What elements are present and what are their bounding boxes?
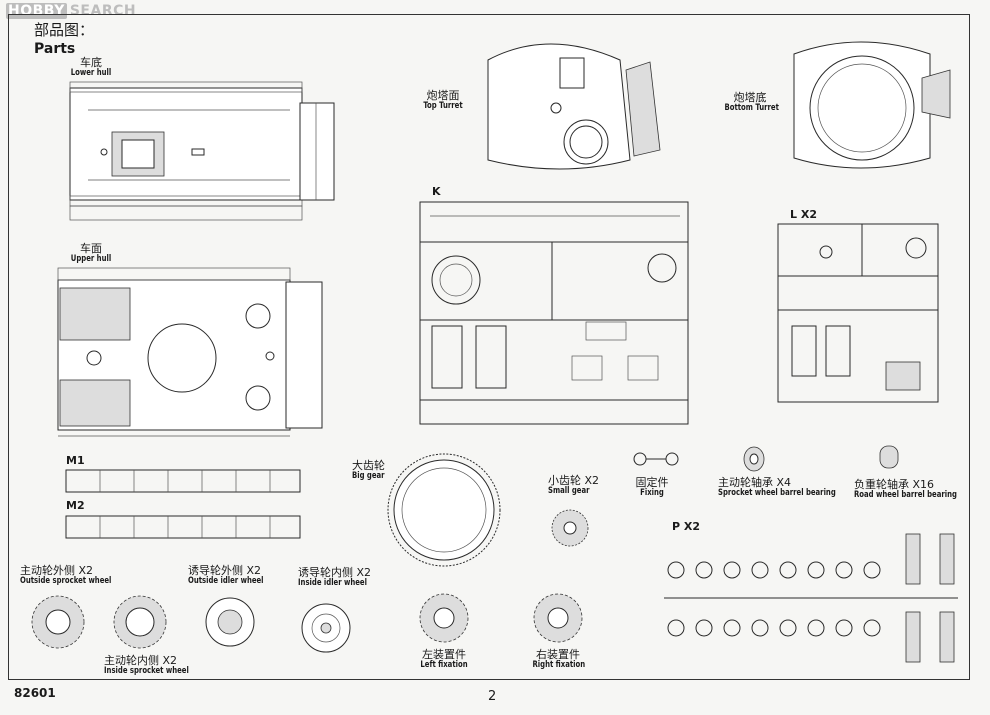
sprue-k-drawing (419, 201, 689, 425)
road-bearing-drawing (879, 445, 899, 469)
right-fixation-drawing (533, 593, 583, 643)
outside-sprocket-drawing (31, 595, 85, 649)
sheet-title-en: Parts (34, 41, 76, 57)
page-number: 2 (488, 689, 497, 704)
big-gear-drawing (387, 453, 501, 567)
sprue-k-label: K (432, 185, 441, 198)
inside-idler-drawing (301, 603, 351, 653)
bottom-turret-drawing (793, 41, 951, 169)
sprue-p-drawing (664, 533, 958, 663)
m2-strip-drawing (65, 515, 301, 539)
small-gear-drawing (551, 509, 589, 547)
upper-hull-drawing (57, 267, 323, 437)
sprue-p-label: P X2 (672, 520, 701, 533)
fixing-drawing (633, 452, 679, 466)
sprue-l-label: L X2 (790, 208, 817, 221)
sheet-title-cn: 部品图： (34, 21, 95, 39)
top-turret-drawing (487, 43, 661, 170)
left-fixation-drawing (419, 593, 469, 643)
lower-hull-drawing (69, 81, 335, 221)
outside-idler-drawing (205, 597, 255, 647)
sprocket-bearing-drawing (743, 446, 765, 472)
page-frame (8, 14, 970, 680)
sprue-l-drawing (777, 223, 939, 403)
m2-label: M2 (66, 499, 85, 512)
inside-sprocket-drawing (113, 595, 167, 649)
m1-label: M1 (66, 454, 85, 467)
product-code: 82601 (14, 686, 56, 700)
m1-strip-drawing (65, 469, 301, 493)
